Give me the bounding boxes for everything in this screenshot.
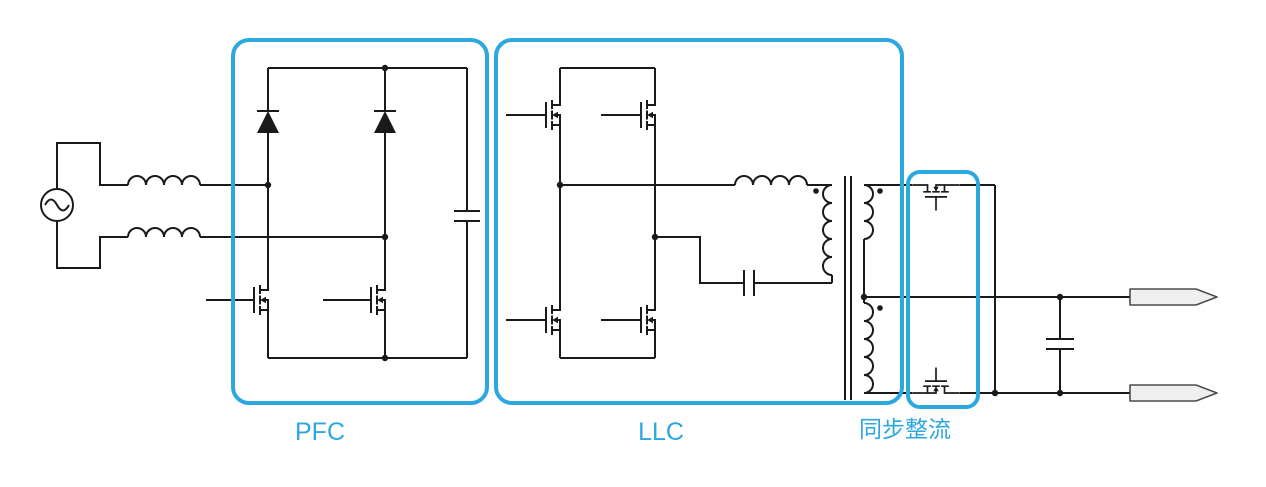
- resonant-inductor-icon: [734, 175, 808, 186]
- junction-dot: [991, 389, 999, 397]
- section-outlines: [231, 38, 980, 409]
- junction-dot: [860, 293, 868, 301]
- transformer-wiring: [831, 176, 865, 400]
- polarity-dot: [877, 305, 883, 311]
- output-terminals: [1129, 288, 1218, 402]
- llc-outline: [494, 38, 904, 405]
- section-labels: PFC LLC 同步整流: [295, 416, 951, 446]
- mosfet-icon: [624, 291, 656, 349]
- secondary-winding-top-icon: [863, 184, 874, 240]
- llc-label: LLC: [638, 418, 684, 446]
- output-terminal-positive: [1129, 288, 1218, 306]
- secondary-winding-bottom-icon: [863, 302, 874, 394]
- diode-icon: [373, 110, 397, 134]
- pfc-outline: [231, 38, 489, 405]
- inductor-icon: [127, 175, 201, 186]
- junction-dot: [264, 181, 272, 189]
- inductor-icon: [127, 227, 201, 238]
- pfc-label: PFC: [295, 418, 345, 446]
- junction-dot: [556, 181, 564, 189]
- mosfet-icon: [354, 271, 386, 329]
- junction-dot: [381, 354, 389, 362]
- sync-rect-label: 同步整流: [859, 416, 951, 442]
- mosfet-icon: [529, 291, 561, 349]
- primary-winding-icon: [822, 184, 833, 276]
- mosfet-icon: [529, 86, 561, 144]
- sr-mosfet-icon: [911, 184, 961, 212]
- llc-stage: [506, 67, 832, 359]
- ac-source: [40, 142, 128, 269]
- mosfet-icon: [237, 271, 269, 329]
- output-terminal-negative: [1129, 384, 1218, 402]
- junction-dot: [381, 64, 389, 72]
- ac-input-wiring: [56, 142, 128, 269]
- junction-dot: [1056, 389, 1064, 397]
- emi-inductors: [127, 175, 385, 238]
- input-line-wiring: [200, 184, 385, 238]
- pfc-wiring: [206, 67, 480, 359]
- pfc-stage: [206, 64, 480, 362]
- sync-rect-outline: [906, 170, 980, 409]
- diode-icon: [256, 110, 280, 134]
- llc-wiring: [506, 67, 832, 359]
- junction-dot: [381, 233, 389, 241]
- polarity-dot: [877, 188, 883, 194]
- junction-dot: [1056, 293, 1064, 301]
- polarity-dot: [813, 188, 819, 194]
- transformer: [813, 176, 883, 400]
- mosfet-icon: [624, 86, 656, 144]
- sr-mosfet-icon: [911, 366, 961, 394]
- junction-dot: [651, 233, 659, 241]
- ac-sine-icon: [44, 198, 70, 212]
